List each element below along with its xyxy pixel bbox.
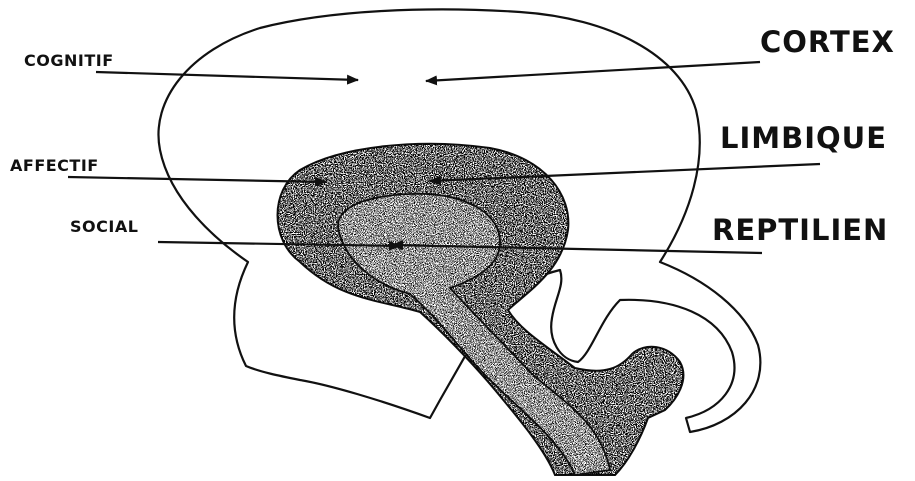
limbic-region xyxy=(278,144,684,475)
label-reptilien: REPTILIEN xyxy=(712,213,888,247)
label-limbique: LIMBIQUE xyxy=(720,121,887,155)
label-affectif: AFFECTIF xyxy=(10,156,99,175)
label-cognitif: COGNITIF xyxy=(24,51,114,70)
reptilian-region xyxy=(338,194,610,475)
label-social: SOCIAL xyxy=(70,217,138,236)
label-cortex: CORTEX xyxy=(760,25,895,59)
arrow-affectif xyxy=(68,177,326,182)
arrow-cortex xyxy=(426,62,760,81)
arrow-cognitif xyxy=(96,72,358,80)
